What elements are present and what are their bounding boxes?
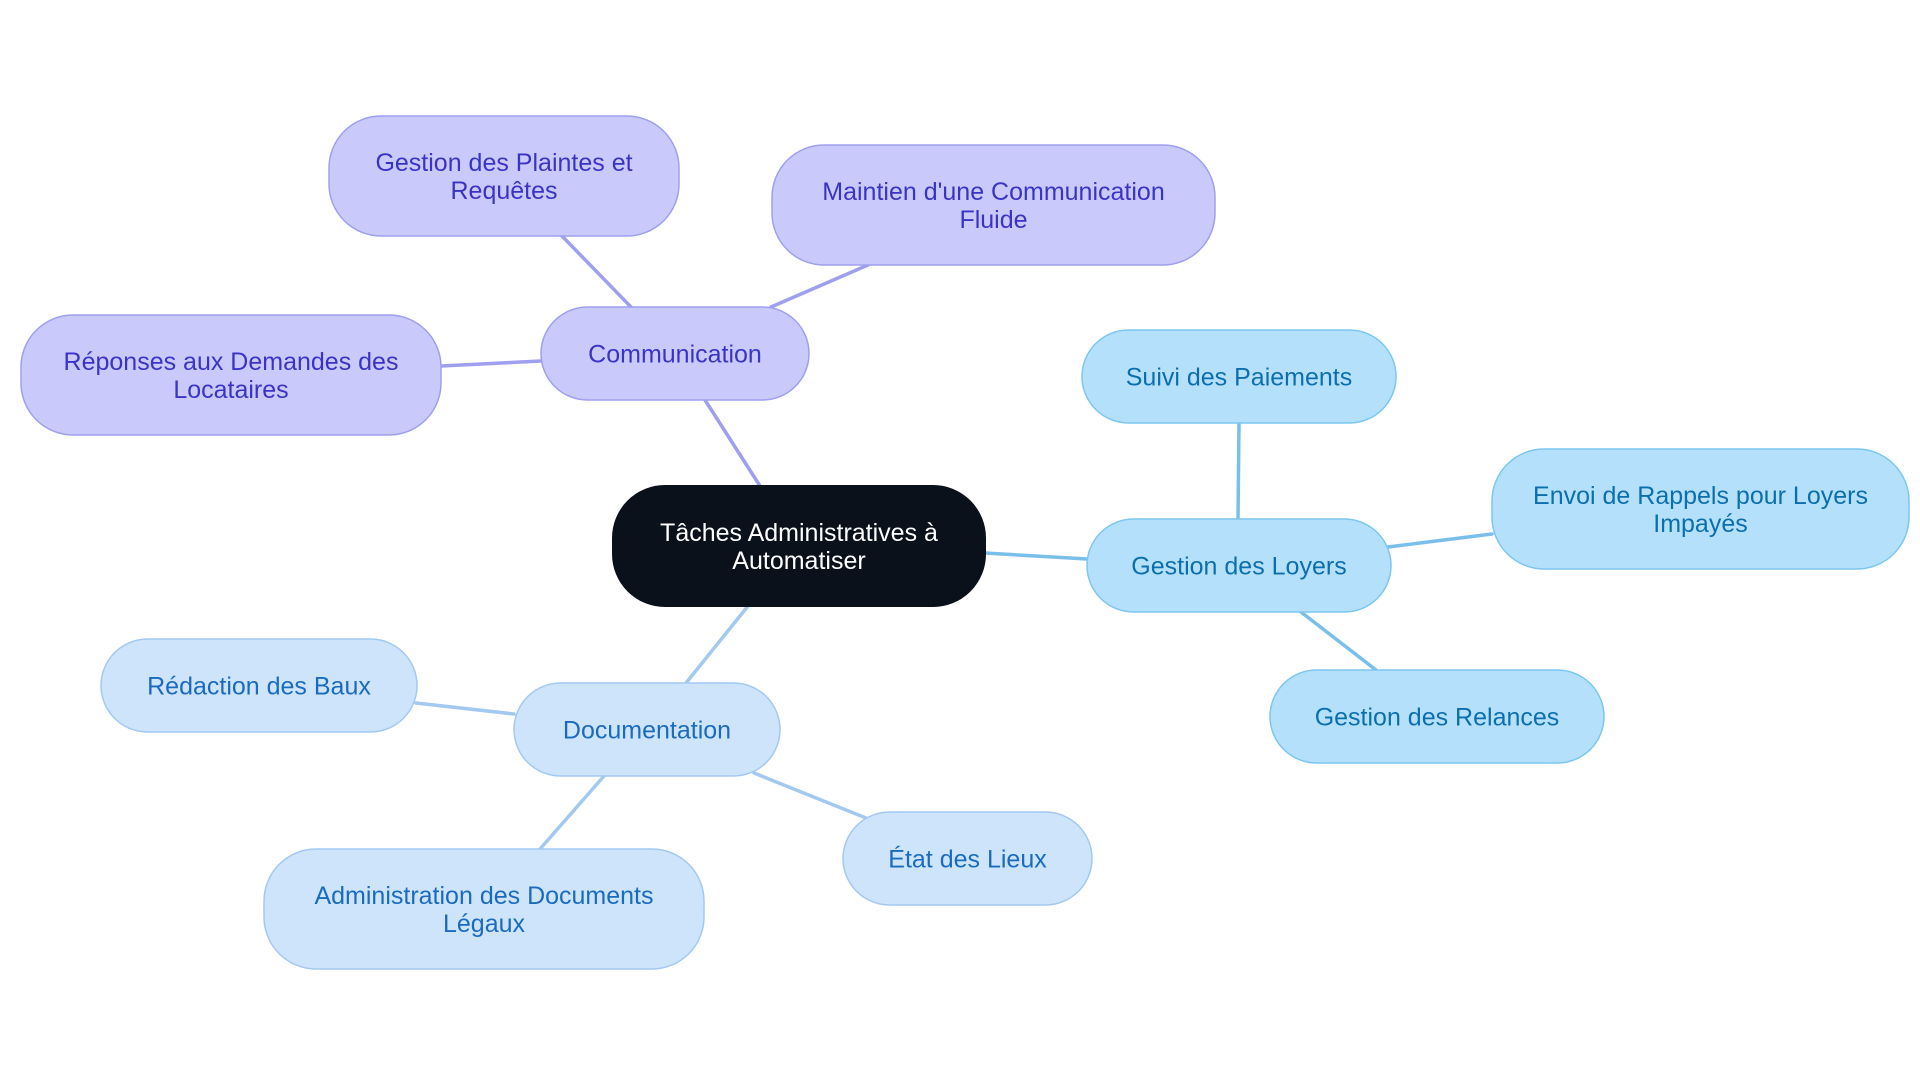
leaf-node-label-line: Locataires: [173, 376, 288, 404]
leaf-node-label-line: Impayés: [1653, 510, 1747, 538]
branch-node-label-line: Documentation: [563, 717, 731, 745]
branch-node-label-line: Communication: [588, 341, 762, 369]
leaf-node-label-line: Envoi de Rappels pour Loyers: [1533, 482, 1868, 510]
branch-node-box: [1086, 518, 1392, 613]
leaf-node-box: [842, 811, 1093, 906]
edge-loyers-rappels-impayes: [1386, 532, 1494, 549]
edge-loyers-suivi-paiements: [1236, 421, 1241, 521]
leaf-node-box: [1491, 448, 1910, 570]
leaf-node-label-line: Réponses aux Demandes des: [64, 348, 399, 376]
branch-node-loyers: Gestion des Loyers: [1086, 518, 1392, 613]
leaf-node-box: [100, 638, 418, 733]
leaf-node-suivi-paiements: Suivi des Paiements: [1081, 329, 1397, 424]
branch-node-box: [540, 306, 810, 401]
leaf-node-label-line: Gestion des Plaintes et: [375, 149, 632, 177]
edge-root-communication: [703, 398, 762, 488]
edge-communication-reponses-locataires: [439, 359, 543, 368]
edge-root-documentation: [684, 604, 750, 685]
edge-documentation-etat-des-lieux: [752, 771, 868, 820]
branch-node-communication: Communication: [540, 306, 810, 401]
leaf-node-box: [20, 314, 442, 436]
root-node-label-line: Automatiser: [732, 547, 865, 575]
leaf-node-label-line: Suivi des Paiements: [1126, 364, 1353, 392]
edges-layer: [414, 234, 1494, 851]
leaf-node-relances: Gestion des Relances: [1269, 669, 1605, 764]
leaf-node-label-line: Fluide: [959, 206, 1027, 234]
leaf-node-box: [1269, 669, 1605, 764]
edge-documentation-documents-legaux: [538, 774, 606, 851]
leaf-node-box: [328, 115, 680, 237]
leaf-node-label-line: Requêtes: [450, 177, 557, 205]
branch-node-box: [513, 682, 781, 777]
leaf-node-box: [771, 144, 1216, 266]
leaf-node-label-line: État des Lieux: [888, 845, 1047, 874]
edge-communication-plaintes: [560, 234, 633, 309]
leaf-node-box: [263, 848, 705, 970]
leaf-node-label-line: Maintien d'une Communication: [822, 178, 1164, 206]
root-node-box: [612, 485, 986, 607]
leaf-node-redaction-baux: Rédaction des Baux: [100, 638, 418, 733]
leaf-node-label-line: Gestion des Relances: [1315, 704, 1560, 732]
leaf-node-label-line: Rédaction des Baux: [147, 673, 371, 701]
branch-node-label-line: Gestion des Loyers: [1131, 553, 1346, 581]
edge-documentation-redaction-baux: [414, 701, 516, 716]
leaf-node-label-line: Administration des Documents: [314, 882, 653, 910]
leaf-node-etat-des-lieux: État des Lieux: [842, 811, 1093, 906]
leaf-node-box: [1081, 329, 1397, 424]
edge-loyers-relances: [1299, 610, 1378, 672]
root-node-label-line: Tâches Administratives à: [660, 519, 938, 547]
edge-root-loyers: [983, 551, 1089, 561]
leaf-node-label-line: Légaux: [443, 910, 526, 938]
edge-communication-communication-fluide: [769, 263, 870, 309]
branch-node-documentation: Documentation: [513, 682, 781, 777]
